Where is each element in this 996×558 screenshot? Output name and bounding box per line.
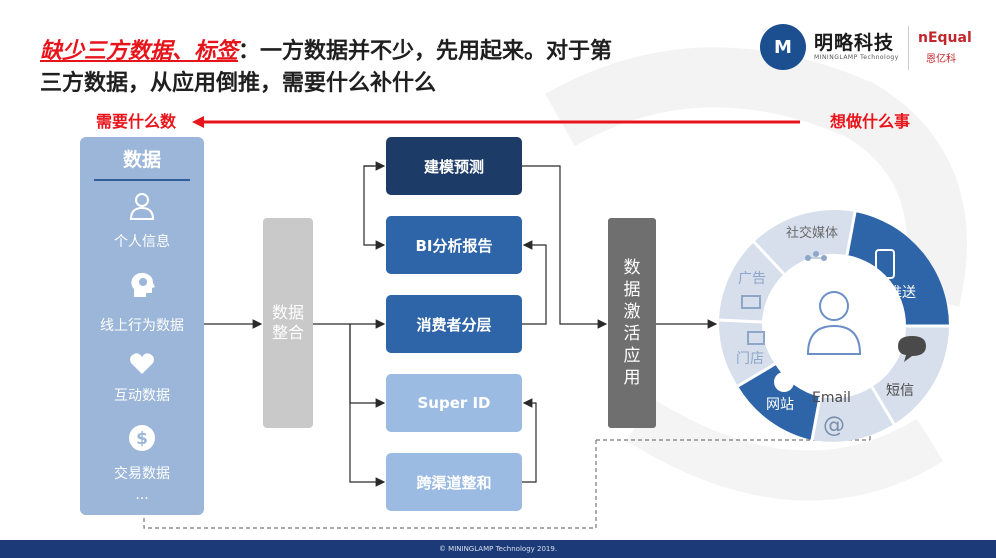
data-panel: 数据 个人信息 线上行为数据 互动数据 $ 交易数据 ... — [80, 137, 204, 515]
red-arrow — [192, 116, 800, 128]
sector-social-b — [754, 210, 855, 274]
chat-bubbles-icon — [898, 336, 926, 362]
module-modeling: 建模预测 — [386, 137, 522, 195]
data-activation-label: 数据激活应用 — [623, 258, 641, 388]
data-integration-label: 数据整合 — [271, 303, 304, 342]
sector-web — [738, 364, 820, 440]
module-segmentation: 消费者分层 — [386, 295, 522, 353]
store-icon — [747, 331, 765, 345]
svg-text:@: @ — [823, 413, 845, 438]
logo-area: M 明略科技 MININGLAMP Technology nEqual 恩亿科 — [760, 20, 980, 76]
module-cross-channel: 跨渠道整和 — [386, 453, 522, 511]
data-item-personal: 个人信息 — [114, 234, 170, 250]
module-super-id-label: Super ID — [417, 394, 491, 412]
logo-divider — [908, 26, 909, 70]
channel-label-ad: 广告 — [738, 271, 766, 287]
data-item-interaction: 互动数据 — [114, 388, 170, 404]
channel-label-email: Email — [812, 390, 851, 406]
footer-bar: © MININGLAMP Technology 2019. — [0, 540, 996, 558]
module-super-id: Super ID — [386, 374, 522, 432]
channel-label-social: 社交媒体 — [786, 226, 839, 241]
center-person-icon — [806, 291, 862, 355]
logo-mark: M — [760, 24, 806, 70]
heart-icon — [127, 349, 157, 379]
channel-ring: @ — [718, 210, 950, 442]
module-cross-channel-label: 跨渠道整和 — [416, 473, 492, 492]
logo-name-en: MININGLAMP Technology — [814, 54, 899, 61]
partner-logo: nEqual — [918, 30, 972, 46]
social-network-icon — [805, 251, 827, 261]
data-item-online: 线上行为数据 — [100, 318, 184, 334]
channel-label-sms: 短信 — [886, 383, 914, 399]
sector-ad — [719, 242, 784, 322]
ring-sectors — [718, 210, 950, 442]
title-line2: 三方数据，从应用倒推，需要什么补什么 — [40, 71, 437, 96]
billboard-icon — [741, 295, 761, 309]
channel-label-push: 推送 — [888, 285, 916, 301]
arrow-left-label: 需要什么数 — [96, 112, 177, 131]
data-item-transaction: 交易数据 — [114, 466, 170, 482]
sector-sms — [872, 326, 949, 424]
page-title: 缺少三方数据、标签：一方数据并不少，先用起来。对于第 三方数据，从应用倒推，需要… — [40, 36, 740, 100]
dollar-icon: $ — [127, 423, 157, 453]
person-icon — [127, 191, 157, 221]
title-rest-line1: ：一方数据并不少，先用起来。对于第 — [238, 39, 613, 64]
module-bi-report: BI分析报告 — [386, 216, 522, 274]
globe-icon — [774, 372, 794, 392]
sector-email — [812, 387, 894, 442]
channel-label-web: 网站 — [766, 397, 794, 413]
channel-label-store: 门店 — [736, 351, 764, 367]
at-sign-icon: @ — [823, 413, 845, 438]
module-segmentation-label: 消费者分层 — [416, 315, 492, 334]
data-activation-box: 数据激活应用 — [608, 218, 656, 428]
data-panel-title: 数据 — [122, 149, 161, 171]
svg-text:$: $ — [136, 429, 148, 449]
footer-copyright: © MININGLAMP Technology 2019. — [438, 545, 558, 553]
head-brain-icon — [127, 271, 157, 301]
logo-name-cn: 明略科技 — [814, 32, 895, 54]
data-item-ellipsis: ... — [135, 487, 149, 503]
module-bi-report-label: BI分析报告 — [415, 236, 493, 255]
data-panel-underline — [94, 179, 190, 181]
module-modeling-label: 建模预测 — [423, 157, 484, 176]
arrow-right-label: 想做什么事 — [830, 112, 911, 131]
phone-icon — [875, 249, 895, 279]
partner-logo-cn: 恩亿科 — [926, 54, 956, 65]
sector-store — [718, 320, 775, 386]
sector-push — [847, 212, 950, 326]
title-highlight: 缺少三方数据、标签 — [40, 39, 239, 64]
data-integration-box: 数据整合 — [263, 218, 313, 428]
